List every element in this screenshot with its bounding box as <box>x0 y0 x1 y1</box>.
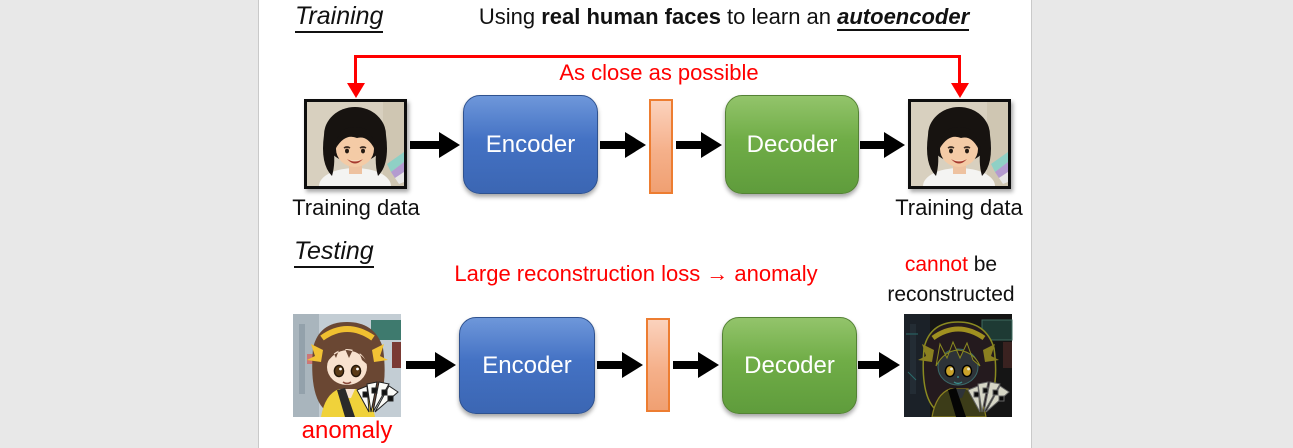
latent-vector-bar <box>649 99 673 194</box>
paper-fans <box>356 381 399 413</box>
close-bracket-horizontal-line <box>354 55 961 58</box>
flow-arrow <box>406 352 456 378</box>
close-bracket-right-arrowhead-icon <box>951 83 969 98</box>
anomaly-caption: anomaly <box>301 417 393 444</box>
anime-character-illustration <box>293 314 401 417</box>
reconstructed-word: reconstructed <box>887 283 1015 306</box>
training-data-caption-left: Training data <box>292 195 420 220</box>
dark-reconstruction-illustration <box>904 314 1013 418</box>
header-bold1: real human faces <box>541 4 721 29</box>
real-face-illustration <box>307 102 404 204</box>
training-data-caption-right: Training data <box>895 195 1023 220</box>
testing-section-title: Testing <box>294 237 374 268</box>
close-bracket-left-line <box>354 55 357 84</box>
close-label: As close as possible <box>559 60 759 85</box>
training-input-image <box>304 99 407 204</box>
latent-vector-bar <box>646 318 670 412</box>
header-part1: Using <box>478 4 542 29</box>
testing-encoder-box: Encoder <box>459 317 595 414</box>
flow-arrow <box>676 132 722 158</box>
testing-input-image <box>293 314 401 417</box>
close-bracket-right-line <box>958 55 961 84</box>
cannot-word: cannot <box>904 253 968 276</box>
real-face-illustration <box>911 102 1008 204</box>
cannot-be-reconstructed-label: cannot be reconstructed <box>861 250 1041 310</box>
training-section-title: Training <box>295 2 384 33</box>
flow-arrow <box>860 132 905 158</box>
be-word: be <box>967 253 998 276</box>
flow-arrow <box>410 132 460 158</box>
testing-decoder-box: Decoder <box>722 317 857 414</box>
slide-canvas: Training Using real human faces to learn… <box>258 0 1032 448</box>
training-output-image <box>908 99 1011 204</box>
flow-arrow <box>600 132 646 158</box>
encoder-label: Encoder <box>482 351 572 379</box>
testing-output-image <box>903 314 1013 418</box>
encoder-label: Encoder <box>485 130 576 158</box>
header-part2: to learn an <box>720 4 838 29</box>
training-encoder-box: Encoder <box>463 95 598 194</box>
close-bracket-left-arrowhead-icon <box>347 83 365 98</box>
decoder-label: Decoder <box>746 130 838 158</box>
training-decoder-box: Decoder <box>725 95 859 194</box>
reconstruction-loss-label: Large reconstruction loss → anomaly <box>454 261 818 286</box>
header-bold2: autoencoder <box>837 4 970 31</box>
flow-arrow <box>858 352 900 378</box>
flow-arrow <box>597 352 643 378</box>
paper-fans-dark <box>967 381 1010 413</box>
decoder-label: Decoder <box>744 351 835 379</box>
training-header-text: Using real human faces to learn an autoe… <box>444 3 1004 31</box>
flow-arrow <box>673 352 719 378</box>
